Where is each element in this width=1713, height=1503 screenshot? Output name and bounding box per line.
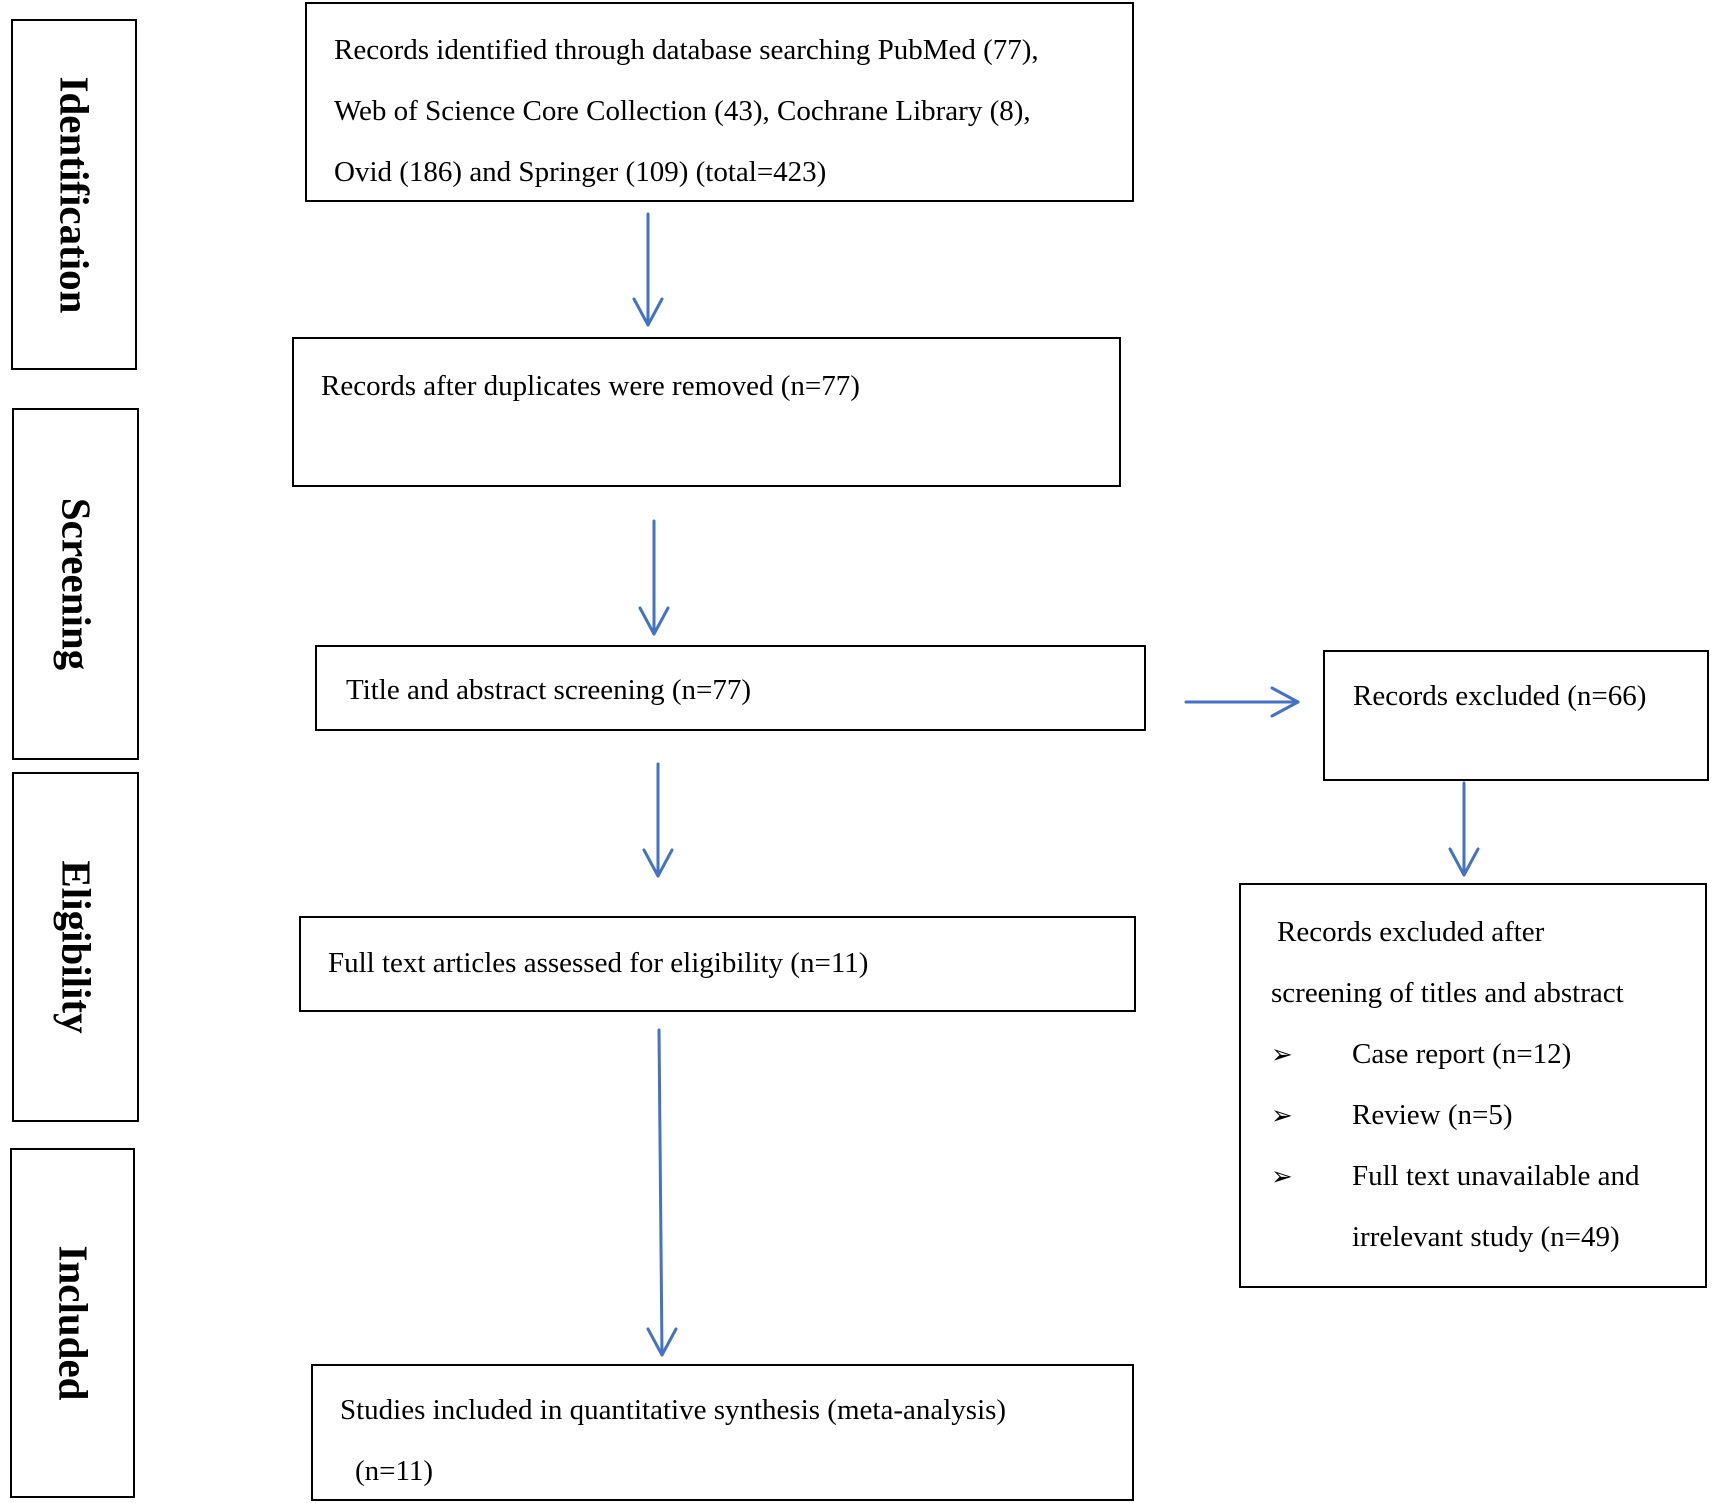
stage-identification: Identification	[11, 19, 137, 370]
stage-screening: Screening	[12, 408, 139, 760]
full-text-assessed-box: Full text articles assessed for eligibil…	[299, 916, 1136, 1012]
arrow-down-full-text-to-included	[646, 1028, 678, 1357]
arrow-bullet-icon: ➢	[1271, 1162, 1293, 1191]
studies-included-line-1: Studies included in quantitative synthes…	[340, 1394, 1007, 1426]
records-identified-line-3: Ovid (186) and Springer (109) (total=423…	[334, 156, 827, 188]
full-text-assessed-text: Full text articles assessed for eligibil…	[328, 947, 869, 979]
arrow-bullet-icon: ➢	[1271, 1040, 1293, 1069]
title-abstract-screening-box: Title and abstract screening (n=77)	[315, 645, 1146, 731]
exclusion-reason-continuation: irrelevant study (n=49)	[1352, 1221, 1620, 1253]
excluded-after-line-2: screening of titles and abstract	[1271, 977, 1624, 1009]
excluded-after-screening-box: Records excluded after screening of titl…	[1239, 883, 1707, 1288]
records-excluded-text: Records excluded (n=66)	[1353, 680, 1647, 712]
records-identified-line-1: Records identified through database sear…	[334, 34, 1039, 66]
exclusion-reason-case-report: Case report (n=12)	[1352, 1038, 1572, 1070]
arrow-bullet-icon: ➢	[1271, 1101, 1293, 1130]
exclusion-reason-review: Review (n=5)	[1352, 1099, 1513, 1131]
duplicates-removed-text: Records after duplicates were removed (n…	[321, 370, 860, 402]
stage-included: Included	[10, 1148, 135, 1498]
studies-included-box: Studies included in quantitative synthes…	[311, 1364, 1134, 1501]
arrow-down-identified-to-duplicates	[632, 212, 664, 327]
arrow-down-screening-to-full-text	[642, 762, 674, 878]
studies-included-line-2: (n=11)	[355, 1455, 434, 1487]
excluded-after-line-1: Records excluded after	[1277, 916, 1545, 948]
arrow-down-excluded-to-excluded-after	[1448, 781, 1480, 877]
exclusion-reason-full-text-unavailable: Full text unavailable and	[1352, 1160, 1640, 1192]
arrow-down-duplicates-to-screening	[638, 519, 670, 636]
records-identified-box: Records identified through database sear…	[305, 2, 1134, 202]
records-excluded-box: Records excluded (n=66)	[1323, 650, 1709, 781]
title-abstract-screening-text: Title and abstract screening (n=77)	[346, 674, 752, 706]
duplicates-removed-box: Records after duplicates were removed (n…	[292, 337, 1121, 487]
stage-eligibility: Eligibility	[12, 772, 139, 1122]
records-identified-line-2: Web of Science Core Collection (43), Coc…	[334, 95, 1031, 127]
arrow-right-screening-to-excluded	[1184, 686, 1300, 718]
